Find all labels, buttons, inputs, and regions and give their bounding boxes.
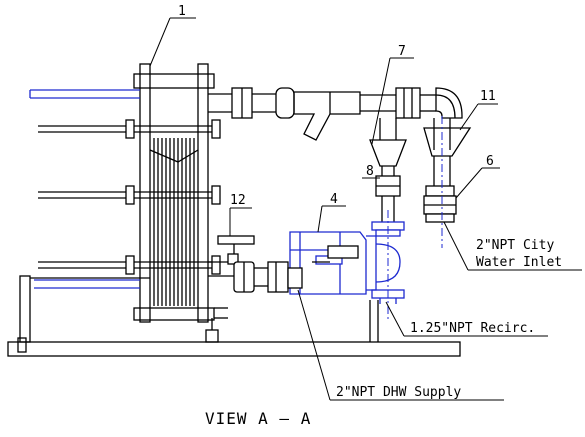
svg-text:8: 8 [366,164,374,179]
upper-piping [208,87,463,141]
callout-1: 1 [149,4,196,67]
callout-11: 11 [459,89,498,131]
callout-7: 7 [371,44,414,145]
callout-8: 8 [362,164,380,179]
base-skid [7,275,461,357]
view-title: VIEW A — A [205,409,311,428]
label-city-water-inlet: 2"NPT City Water Inlet [443,221,582,271]
label-recirc: 1.25"NPT Recirc. [385,301,548,337]
svg-text:6: 6 [486,154,494,169]
svg-text:Water Inlet: Water Inlet [476,255,562,270]
circulator-pump [289,231,401,295]
callout-4: 4 [317,192,346,233]
plate-heat-exchanger [29,63,221,323]
svg-text:7: 7 [398,44,406,59]
svg-text:2"NPT City: 2"NPT City [476,238,554,253]
svg-text:12: 12 [230,193,246,208]
svg-text:1.25"NPT Recirc.: 1.25"NPT Recirc. [410,321,535,336]
svg-text:2"NPT DHW Supply: 2"NPT DHW Supply [336,385,461,400]
svg-text:1: 1 [178,4,186,19]
svg-text:4: 4 [330,192,338,207]
callout-6: 6 [455,154,500,199]
svg-text:11: 11 [480,89,496,104]
recirc-line [369,118,407,320]
dhw-supply-line [208,235,303,319]
callout-12: 12 [229,193,252,236]
city-water-inlet-line [423,116,472,248]
label-dhw-supply: 2"NPT DHW Supply [297,289,504,401]
